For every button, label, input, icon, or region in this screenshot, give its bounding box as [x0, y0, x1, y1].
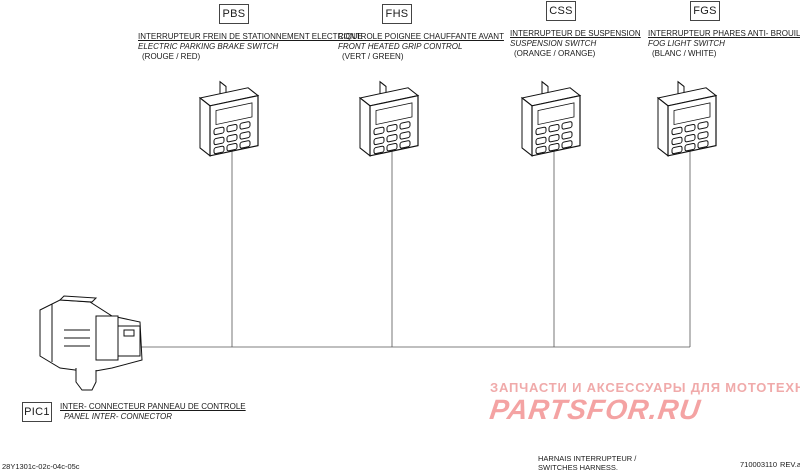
fgs-wire-color: (BLANC / WHITE) [652, 49, 717, 58]
css-label-fr: INTERRUPTEUR DE SUSPENSION [510, 29, 641, 38]
pbs-code: PBS [222, 8, 246, 20]
css-wire-color: (ORANGE / ORANGE) [514, 49, 596, 58]
pbs-label: INTERRUPTEUR FREIN DE STATIONNEMENT ELEC… [138, 32, 363, 62]
fgs-label-en: FOG LIGHT SWITCH [648, 39, 725, 48]
fgs-label: INTERRUPTEUR PHARES ANTI- BROUILLARD FOG… [648, 29, 800, 59]
fhs-wire-color: (VERT / GREEN) [342, 52, 404, 61]
fhs-code-box: FHS [382, 4, 412, 24]
pic1-connector-drawing [39, 295, 143, 391]
css-label: INTERRUPTEUR DE SUSPENSION SUSPENSION SW… [510, 29, 641, 59]
css-code-box: CSS [546, 1, 576, 21]
pbs-label-fr: INTERRUPTEUR FREIN DE STATIONNEMENT ELEC… [138, 32, 363, 41]
pbs-label-en: ELECTRIC PARKING BRAKE SWITCH [138, 42, 279, 51]
document-number: 710003110 [740, 460, 777, 469]
css-code: CSS [549, 5, 573, 17]
css-label-en: SUSPENSION SWITCH [510, 39, 597, 48]
fhs-label-en: FRONT HEATED GRIP CONTROL [338, 42, 463, 51]
harness-title-fr: HARNAIS INTERRUPTEUR / [538, 454, 637, 463]
harness-title: HARNAIS INTERRUPTEUR / SWITCHES HARNESS. [538, 454, 636, 472]
fgs-label-fr: INTERRUPTEUR PHARES ANTI- BROUILLARD [648, 29, 800, 38]
fgs-code-box: FGS [690, 1, 720, 21]
pbs-wire-color: (ROUGE / RED) [142, 52, 201, 61]
pic1-label: INTER- CONNECTEUR PANNEAU DE CONTROLE PA… [60, 402, 246, 422]
pic1-label-en: PANEL INTER- CONNECTOR [64, 412, 173, 421]
pbs-code-box: PBS [219, 4, 249, 24]
revision: REV.a [780, 460, 800, 469]
pbs-connector-drawing [199, 73, 259, 159]
fhs-label: CONTROLE POIGNEE CHAUFFANTE AVANT FRONT … [338, 32, 504, 62]
drawing-reference: 28Y1301c-02c-04c-05c [2, 462, 80, 471]
fgs-code: FGS [693, 5, 717, 17]
pic1-label-fr: INTER- CONNECTEUR PANNEAU DE CONTROLE [60, 402, 246, 411]
harness-title-en: SWITCHES HARNESS. [538, 463, 619, 472]
watermark-tagline: ЗАПЧАСТИ И АКСЕССУАРЫ ДЛЯ МОТОТЕХНИКИ [490, 380, 800, 395]
fgs-connector-drawing [657, 73, 717, 159]
fhs-connector-drawing [359, 73, 419, 159]
watermark-logo: PARTSFOR.RU [487, 394, 703, 425]
pic1-code: PIC1 [24, 406, 50, 418]
pic1-code-box: PIC1 [22, 402, 52, 422]
fhs-code: FHS [385, 8, 409, 20]
css-connector-drawing [521, 73, 581, 159]
fhs-label-fr: CONTROLE POIGNEE CHAUFFANTE AVANT [338, 32, 504, 41]
